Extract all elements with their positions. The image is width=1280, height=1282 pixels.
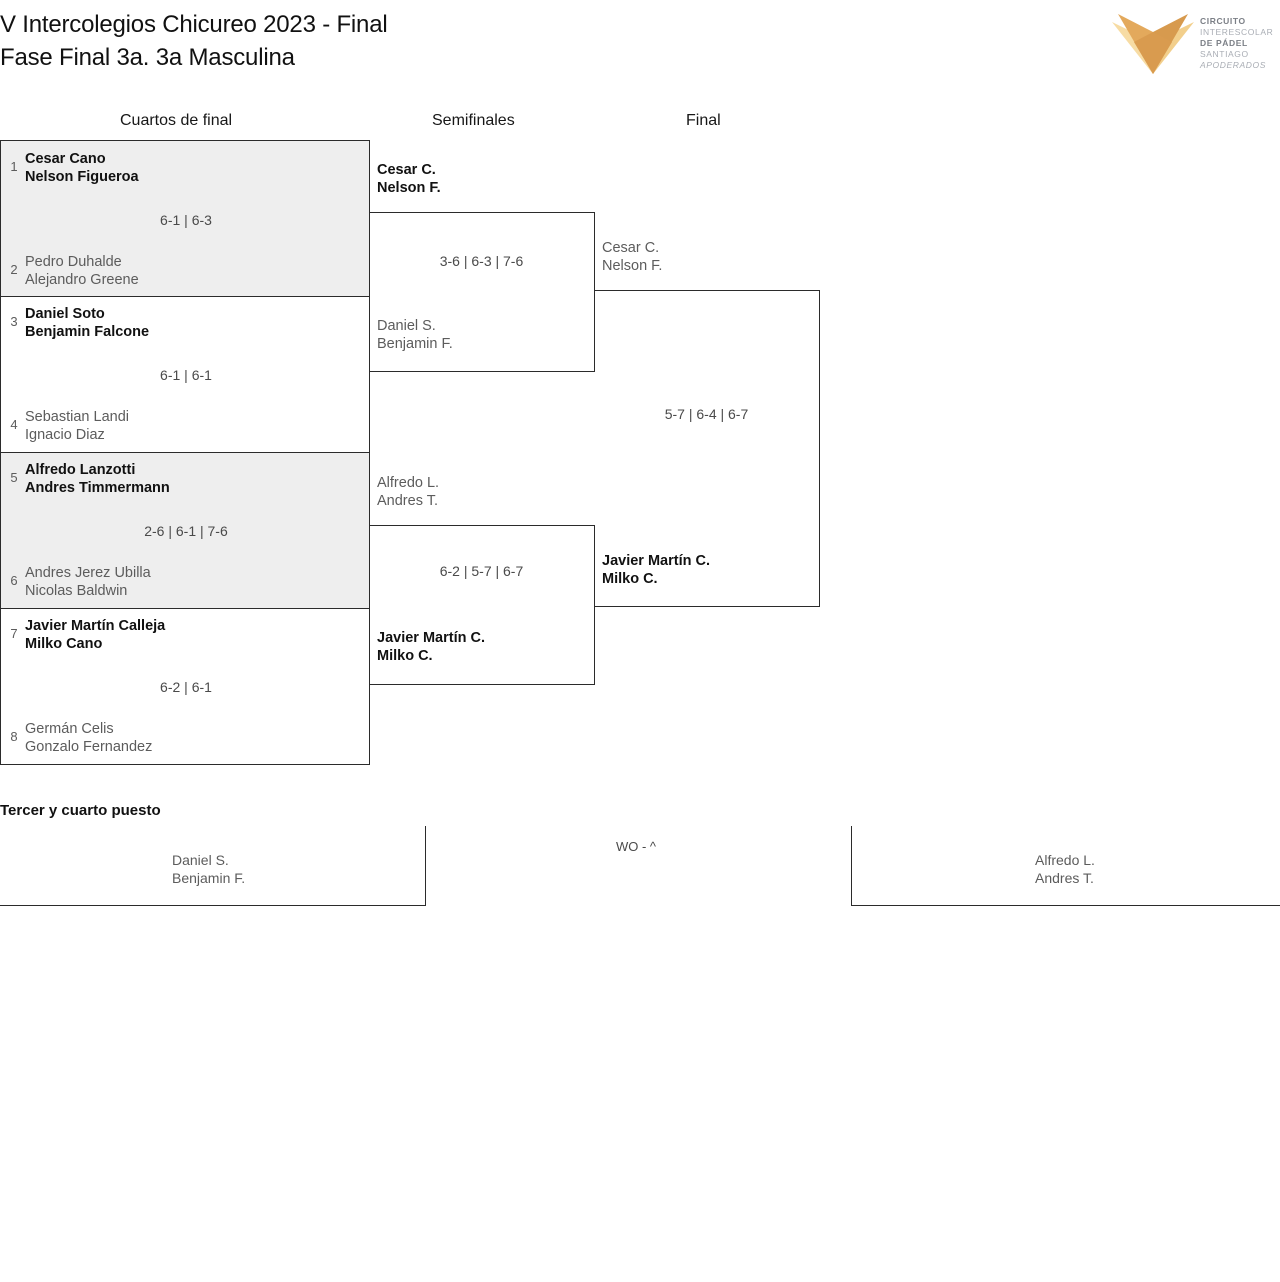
round-header-final: Final — [686, 112, 721, 129]
semifinal-2-team-top: Alfredo L. Andres T. — [377, 475, 440, 509]
seed-number: 7 — [10, 626, 18, 641]
team-bottom: Germán Celis Gonzalo Fernandez — [25, 721, 153, 755]
match-qf-3[interactable]: 5 Alfredo Lanzotti Andres Timmermann 2-6… — [0, 453, 370, 609]
match-score: 2-6 | 6-1 | 7-6 — [144, 523, 228, 539]
tournament-title-line1: V Intercolegios Chicureo 2023 - Final — [0, 11, 388, 38]
logo-line-santiago: SANTIAGO — [1200, 49, 1249, 59]
circuito-interescolar-arrow-icon — [1112, 14, 1194, 74]
seed-number: 4 — [10, 417, 18, 432]
third-place-title: Tercer y cuarto puesto — [0, 802, 161, 819]
brand-logo: CIRCUITO INTERESCOLAR DE PÁDEL SANTIAGO … — [1112, 8, 1280, 80]
seed-number: 8 — [10, 729, 18, 744]
team-bottom: Javier Martín C. Milko C. — [377, 630, 485, 664]
team-bottom: Daniel S. Benjamin F. — [377, 318, 453, 352]
third-place-score: WO - ^ — [616, 839, 657, 854]
match-score: 6-2 | 5-7 | 6-7 — [439, 563, 524, 579]
third-place-right-team: Alfredo L. Andres T. — [1035, 852, 1095, 886]
team-top: Alfredo Lanzotti Andres Timmermann — [25, 462, 170, 496]
seed-number: 5 — [10, 470, 18, 485]
round-header-cuartos: Cuartos de final — [120, 112, 233, 129]
match-qf-4[interactable]: 7 Javier Martín Calleja Milko Cano 6-2 |… — [0, 609, 370, 765]
seed-number: 1 — [10, 159, 18, 174]
match-qf-1[interactable]: 1 Cesar Cano Nelson Figueroa 6-1 | 6-3 2… — [0, 140, 370, 297]
team-bottom: Pedro Duhalde Alejandro Greene — [25, 254, 139, 288]
match-score: 6-1 | 6-3 — [160, 212, 212, 228]
seed-number: 2 — [10, 262, 18, 277]
logo-line-de-padel: DE PÁDEL — [1200, 38, 1248, 48]
third-place-left-team: Daniel S. Benjamin F. — [172, 852, 246, 886]
match-score: 6-2 | 6-1 — [160, 679, 212, 695]
third-place-left-slot[interactable]: Daniel S. Benjamin F. — [0, 826, 426, 906]
seed-number: 3 — [10, 314, 18, 329]
logo-wordmark: CIRCUITO INTERESCOLAR DE PÁDEL SANTIAGO … — [1200, 16, 1280, 71]
seed-number: 6 — [10, 573, 18, 588]
final-team-top: Cesar C. Nelson F. — [602, 240, 663, 274]
semifinal-1-team-top: Cesar C. Nelson F. — [377, 162, 441, 196]
team-top: Javier Martín Calleja Milko Cano — [25, 618, 166, 652]
team-bottom: Javier Martín C. Milko C. — [602, 553, 710, 587]
match-semifinal-1[interactable]: 3-6 | 6-3 | 7-6 Daniel S. Benjamin F. — [369, 212, 595, 372]
match-semifinal-2[interactable]: 6-2 | 5-7 | 6-7 Javier Martín C. Milko C… — [369, 525, 595, 685]
round-header-semifinales: Semifinales — [432, 112, 515, 129]
match-score: 3-6 | 6-3 | 7-6 — [439, 253, 524, 269]
team-bottom: Andres Jerez Ubilla Nicolas Baldwin — [25, 565, 151, 599]
third-place-right-slot[interactable]: Alfredo L. Andres T. — [851, 826, 1280, 906]
logo-line-apoderados: APODERADOS — [1200, 60, 1266, 70]
team-top: Daniel Soto Benjamin Falcone — [25, 306, 150, 340]
page-title: V Intercolegios Chicureo 2023 - Final Fa… — [0, 8, 388, 74]
tournament-title-line2: Fase Final 3a. 3a Masculina — [0, 44, 295, 71]
team-top: Cesar Cano Nelson Figueroa — [25, 151, 139, 185]
match-final[interactable]: 5-7 | 6-4 | 6-7 Javier Martín C. Milko C… — [594, 290, 820, 607]
match-score: 6-1 | 6-1 — [160, 367, 212, 383]
match-score: 5-7 | 6-4 | 6-7 — [664, 406, 749, 422]
logo-line-interescolar: INTERESCOLAR — [1200, 27, 1274, 37]
team-bottom: Sebastian Landi Ignacio Diaz — [25, 409, 129, 443]
logo-line-circuito: CIRCUITO — [1200, 16, 1246, 26]
match-qf-2[interactable]: 3 Daniel Soto Benjamin Falcone 6-1 | 6-1… — [0, 297, 370, 453]
